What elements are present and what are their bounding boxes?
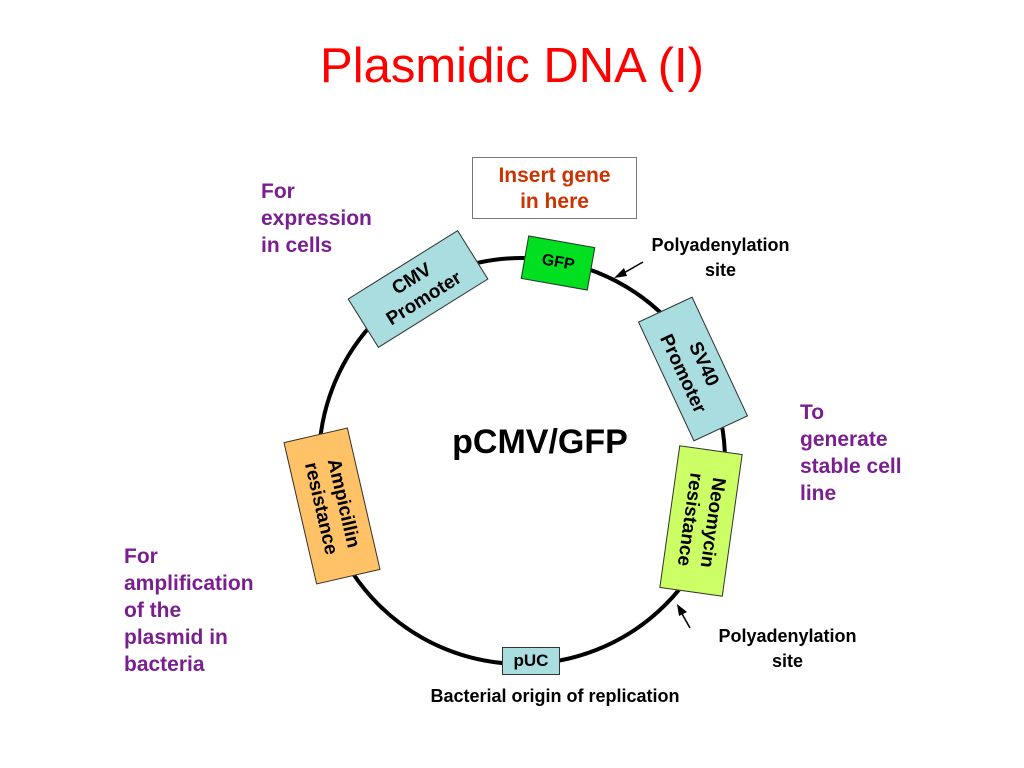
- polyA-bottom-arrowhead: [677, 604, 687, 616]
- insert-gene-box: Insert gene in here: [472, 157, 637, 219]
- expression-note: For expression in cells: [261, 180, 372, 257]
- stable-line-note: To generate stable cell line: [800, 401, 902, 505]
- polyadenylation-site-bottom: Polyadenylation site: [718, 626, 857, 671]
- page-title: Plasmidic DNA (I): [320, 39, 704, 93]
- puc-label: pUC: [513, 651, 549, 670]
- gfp-label: GFP: [540, 251, 576, 274]
- polyA-bottom-arrow-line: [680, 611, 691, 629]
- amplification-note: For amplification of the plasmid in bact…: [124, 545, 254, 676]
- neomycin-resistance-label: Neomycin resistance: [672, 471, 730, 570]
- insert-gene-label: Insert gene in here: [498, 164, 611, 213]
- ampicillin-resistance-label: Ampicillin resistance: [299, 456, 364, 557]
- polyA-top-arrowhead: [614, 268, 627, 278]
- plasmid-name: pCMV/GFP: [452, 423, 628, 461]
- puc-segment: pUC: [502, 647, 560, 675]
- origin-of-replication-caption: Bacterial origin of replication: [430, 686, 680, 706]
- polyadenylation-site-top: Polyadenylation site: [651, 235, 790, 280]
